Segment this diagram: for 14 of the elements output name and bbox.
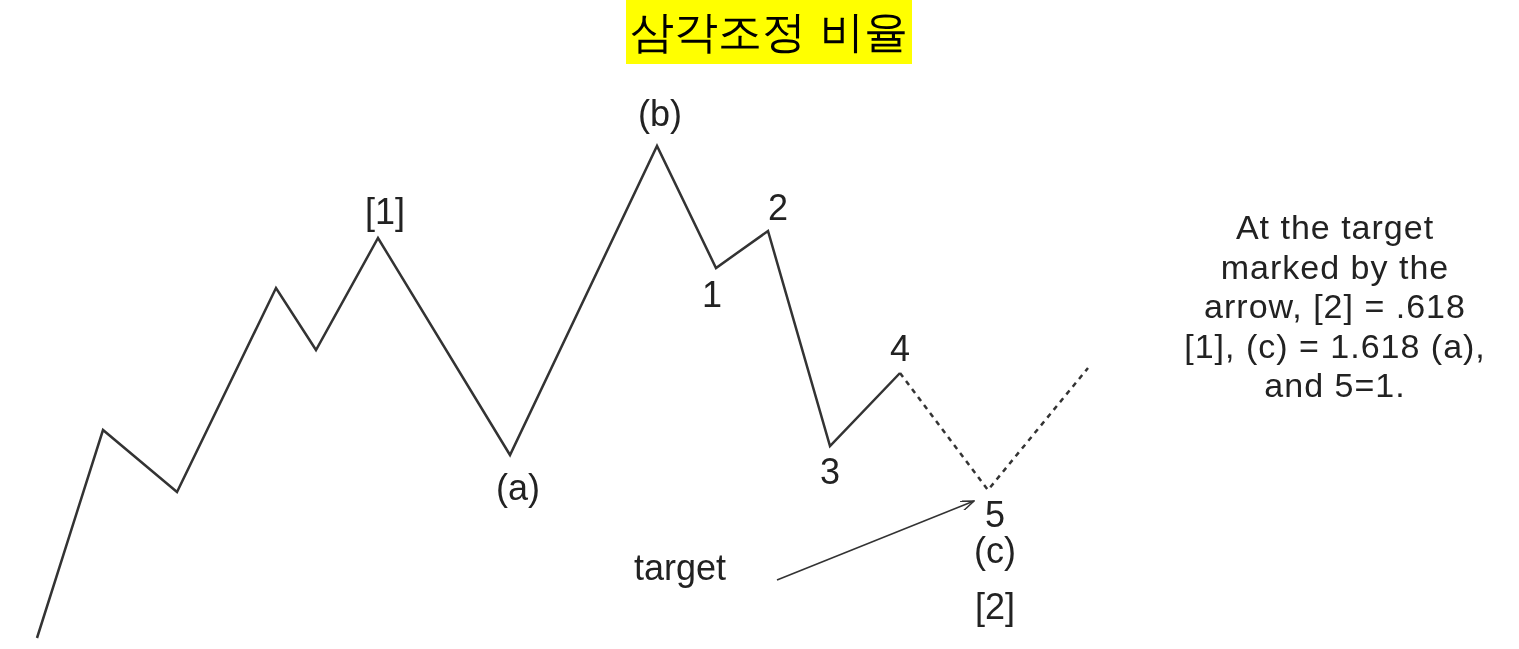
wave-label: 4 bbox=[890, 329, 910, 369]
callout-text: target bbox=[605, 546, 755, 590]
wave-label: 1 bbox=[702, 275, 722, 315]
wave-label: (c) bbox=[974, 531, 1016, 571]
wave-label: [2] bbox=[975, 587, 1015, 627]
callout-text: 5 bbox=[980, 493, 1010, 533]
wave-label: (b) bbox=[638, 94, 682, 134]
wave-label: 3 bbox=[820, 452, 840, 492]
note-text: At the target marked by the arrow, [2] = .618 [1], (c) = 1.618 (a), and 5=1. bbox=[1183, 208, 1487, 406]
title: 삼각조정 비율 bbox=[626, 0, 912, 64]
arrow bbox=[776, 500, 975, 581]
wave-label: (a) bbox=[496, 468, 540, 508]
wave-label: 2 bbox=[768, 188, 788, 228]
wave-label: [1] bbox=[365, 192, 405, 232]
